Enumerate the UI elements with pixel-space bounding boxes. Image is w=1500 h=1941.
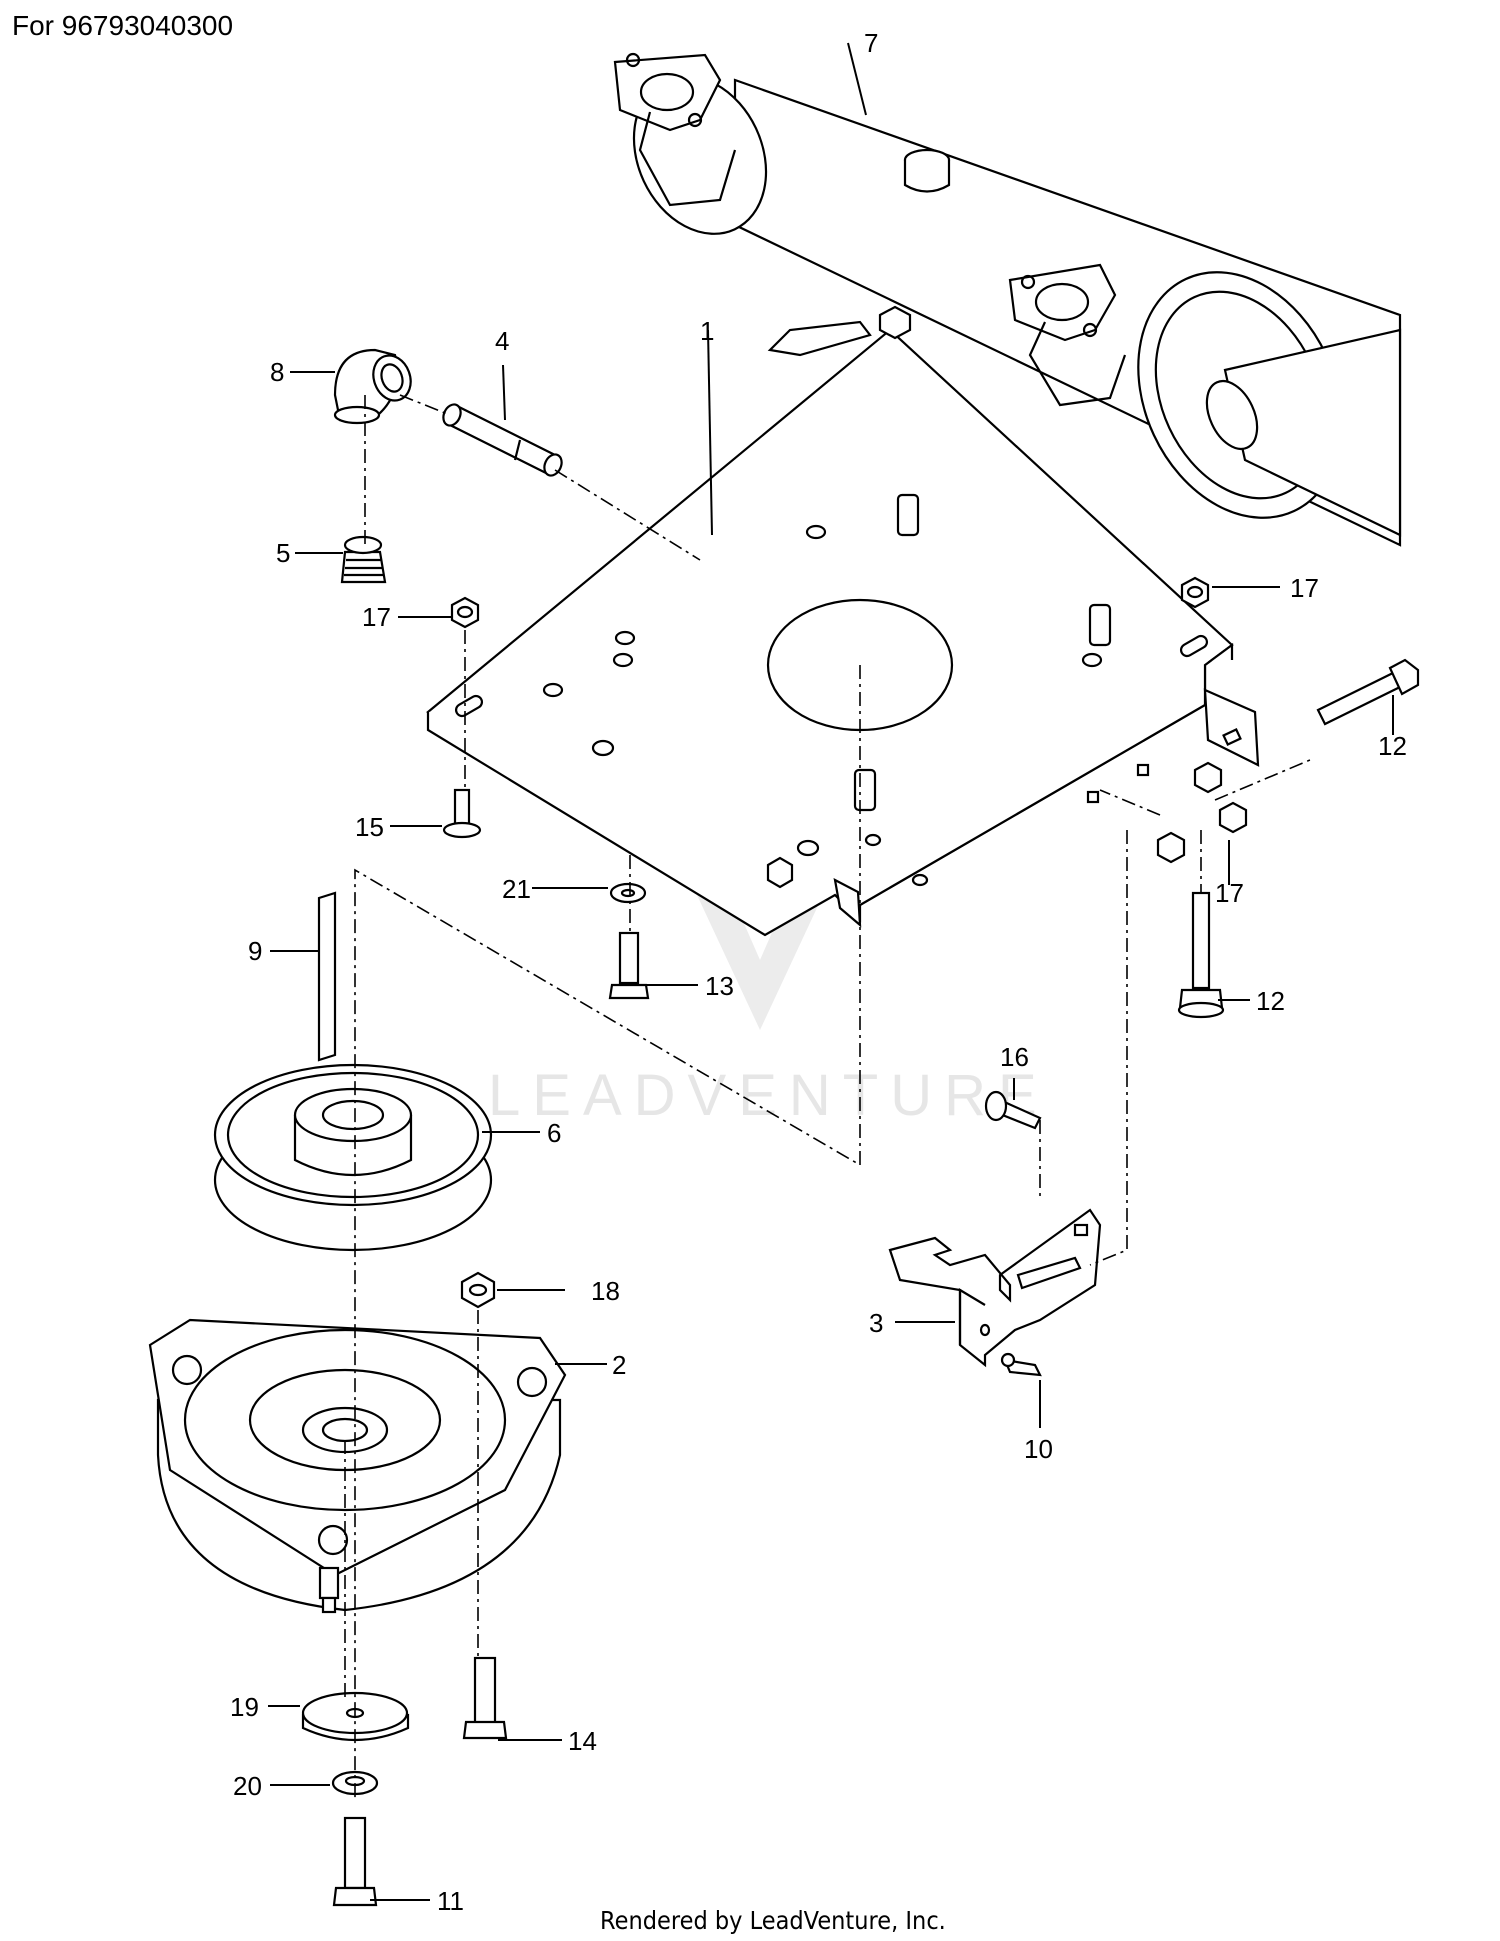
part-bolt-11[interactable] (332, 1816, 378, 1907)
callout-18: 18 (591, 1276, 620, 1306)
part-flange-nut-17a[interactable] (450, 596, 480, 629)
assembly-center-lines (344, 394, 1311, 1800)
part-pin[interactable] (984, 1090, 1042, 1130)
callout-14: 14 (568, 1726, 597, 1756)
callout-5: 5 (276, 538, 290, 568)
part-washer-21[interactable] (609, 882, 647, 904)
callout-2: 2 (612, 1350, 626, 1380)
part-muffler[interactable] (609, 52, 1402, 551)
part-clutch[interactable] (148, 1318, 567, 1614)
leader-lines (268, 42, 1394, 1901)
callout-19: 19 (230, 1692, 259, 1722)
part-bolt-14[interactable] (462, 1656, 508, 1740)
part-mounting-plate[interactable] (426, 305, 1260, 937)
part-bolt-13[interactable] (608, 931, 650, 1000)
callout-11: 11 (437, 1886, 464, 1916)
footer-credit: Rendered by LeadVenture, Inc. (600, 1906, 946, 1935)
callout-1: 1 (700, 316, 714, 346)
part-key[interactable] (317, 891, 337, 1062)
callout-7: 7 (864, 28, 878, 58)
part-flange-nut-17c[interactable] (1156, 761, 1248, 864)
callout-17a: 17 (362, 602, 391, 632)
callout-20: 20 (233, 1771, 262, 1801)
callout-13: 13 (705, 971, 734, 1001)
callout-16: 16 (1000, 1042, 1029, 1072)
part-elbow[interactable] (333, 348, 417, 425)
callout-6: 6 (547, 1118, 561, 1148)
callout-3: 3 (869, 1308, 883, 1338)
callout-21: 21 (502, 874, 531, 904)
part-fitting[interactable] (340, 535, 387, 584)
callout-labels: 1 2 3 4 5 6 7 8 9 10 11 12 12 13 14 15 1… (230, 28, 1407, 1916)
page-title: For 96793040300 (12, 10, 234, 41)
callout-17c: 17 (1215, 878, 1244, 908)
callout-17b: 17 (1290, 573, 1319, 603)
part-bolt-12a[interactable] (1316, 658, 1420, 726)
callout-8: 8 (270, 357, 284, 387)
callout-10: 10 (1024, 1434, 1053, 1464)
part-pipe-nipple[interactable] (440, 402, 565, 479)
part-clip[interactable] (1000, 1352, 1042, 1377)
callout-12a: 12 (1378, 731, 1407, 761)
callout-15: 15 (355, 812, 384, 842)
part-flange-nut-17b[interactable] (1180, 576, 1210, 609)
part-bracket[interactable] (888, 1208, 1102, 1368)
part-bolt-15[interactable] (442, 788, 482, 839)
watermark-text: LEADVENTURE (488, 1063, 1049, 1128)
callout-9: 9 (248, 936, 262, 966)
part-bolt-12b[interactable] (1177, 891, 1225, 1019)
callout-12b: 12 (1256, 986, 1285, 1016)
callout-4: 4 (495, 326, 509, 356)
part-flange-nut-18[interactable] (460, 1271, 496, 1309)
part-pulley[interactable] (213, 1063, 493, 1252)
